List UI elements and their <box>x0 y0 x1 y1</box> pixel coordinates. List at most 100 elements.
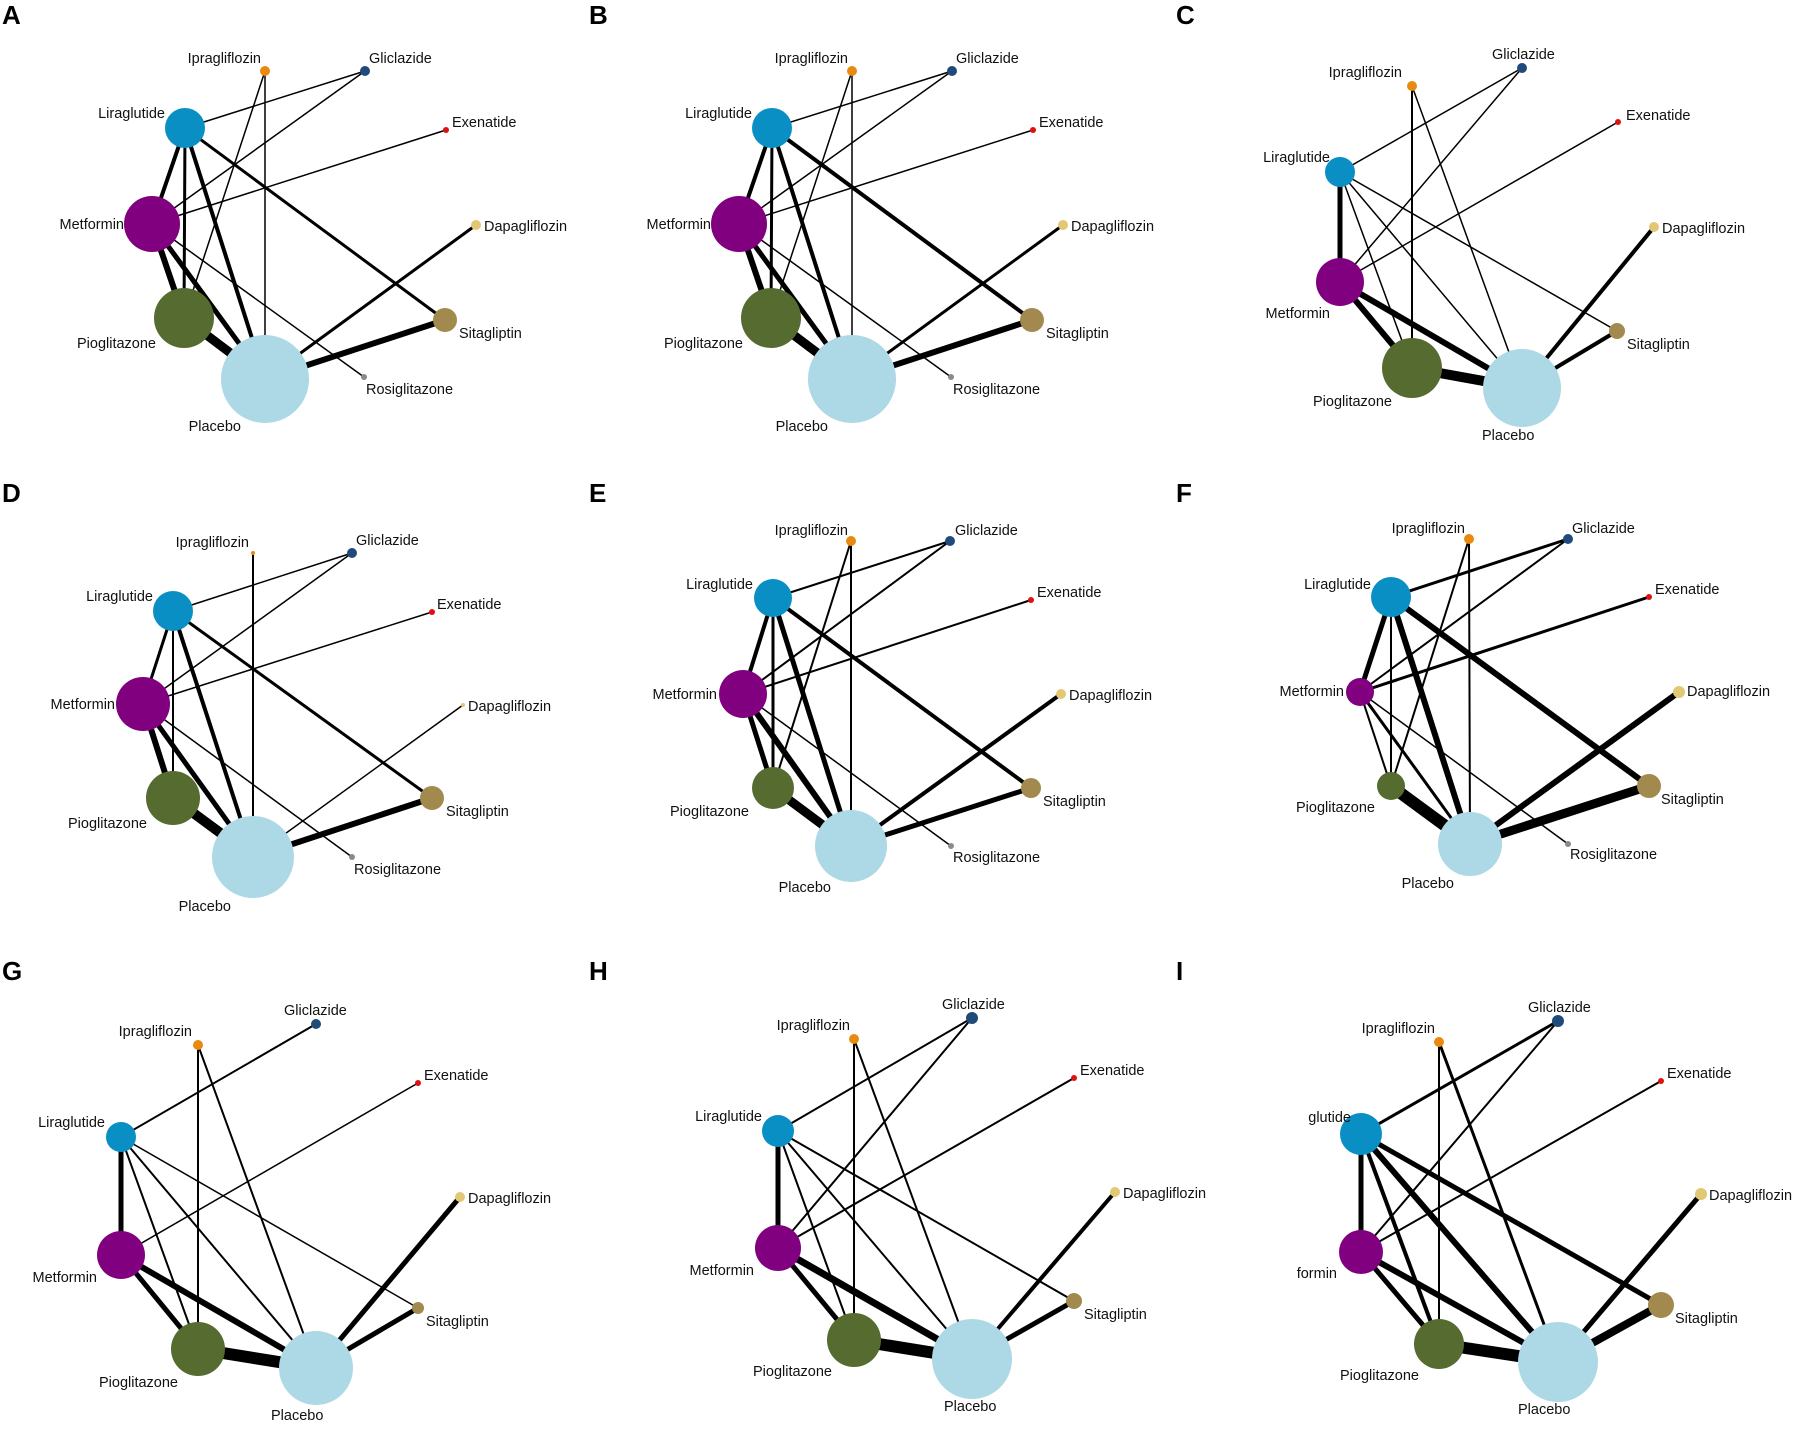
panel-letter-h: H <box>589 956 608 986</box>
node-gliclazide <box>311 1019 321 1029</box>
node-ipragliflozin <box>847 66 857 76</box>
node-dapagliflozin <box>1056 689 1066 699</box>
node-exenatide <box>1658 1078 1664 1084</box>
node-gliclazide <box>347 548 357 558</box>
node-label-metformin: Metformin <box>1266 306 1330 322</box>
node-label-placebo: Placebo <box>944 1399 996 1415</box>
node-rosiglitazone <box>361 374 367 380</box>
edge-metformin-rosiglitazone <box>151 223 365 378</box>
node-ipragliflozin <box>251 551 255 555</box>
node-metformin <box>1316 258 1364 306</box>
edge-metformin-gliclazide <box>738 70 953 225</box>
edge-ipragliflozin-placebo <box>1468 538 1471 845</box>
edge-liraglutide-placebo <box>1339 171 1523 389</box>
node-label-liraglutide: Liraglutide <box>1304 577 1371 593</box>
edge-liraglutide-gliclazide <box>772 540 951 599</box>
node-metformin <box>1339 1230 1383 1274</box>
edge-ipragliflozin-placebo <box>853 1038 973 1360</box>
node-label-sitagliptin: Sitagliptin <box>1046 326 1109 342</box>
node-pioglitazone <box>1377 772 1405 800</box>
edge-liraglutide-sitagliptin <box>770 126 1034 322</box>
node-exenatide <box>1028 597 1034 603</box>
edge-liraglutide-pioglitazone <box>777 1130 855 1341</box>
node-label-pioglitazone: Pioglitazone <box>664 336 743 352</box>
node-pioglitazone <box>1414 1319 1464 1369</box>
panel-e-edges <box>740 540 1063 851</box>
node-sitagliptin <box>1609 323 1625 339</box>
node-label-rosiglitazone: Rosiglitazone <box>953 850 1040 866</box>
node-gliclazide <box>947 66 957 76</box>
node-label-ipragliflozin: Ipragliflozin <box>188 51 261 67</box>
panel-g-edges <box>118 1023 463 1374</box>
panel-letter-i: I <box>1176 956 1183 986</box>
node-ipragliflozin <box>1434 1037 1444 1047</box>
edge-ipragliflozin-placebo <box>197 1044 317 1369</box>
panel-letter-e: E <box>589 478 606 508</box>
node-exenatide <box>415 1080 421 1086</box>
node-label-liraglutide: Liraglutide <box>38 1115 105 1131</box>
edge-ipragliflozin-placebo <box>1437 1040 1560 1364</box>
node-label-metformin: Metformin <box>690 1263 754 1279</box>
node-label-rosiglitazone: Rosiglitazone <box>366 382 453 398</box>
node-metformin <box>116 677 170 731</box>
node-sitagliptin <box>1020 308 1044 332</box>
node-label-liraglutide: Liraglutide <box>98 106 165 122</box>
node-label-gliclazide: Gliclazide <box>284 1003 347 1019</box>
edge-metformin-gliclazide <box>1339 67 1523 283</box>
node-label-placebo: Placebo <box>779 880 831 896</box>
panel-h: HGliclazideIpragliflozinExenatideLiraglu… <box>589 956 1206 1415</box>
node-label-exenatide: Exenatide <box>452 115 517 131</box>
node-label-dapagliflozin: Dapagliflozin <box>468 1191 551 1207</box>
edge-metformin-exenatide <box>777 1077 1075 1249</box>
edge-liraglutide-placebo <box>171 609 255 859</box>
node-metformin <box>755 1225 801 1271</box>
edge-liraglutide-pioglitazone <box>1339 171 1413 369</box>
node-dapagliflozin <box>1695 1188 1707 1200</box>
node-label-ipragliflozin: Ipragliflozin <box>777 1018 850 1034</box>
edge-liraglutide-gliclazide <box>1359 1019 1560 1136</box>
edge-metformin-exenatide <box>151 129 447 225</box>
node-metformin <box>719 670 767 718</box>
edge-metformin-rosiglitazone <box>1359 691 1569 845</box>
node-label-metformin: Metformin <box>33 1270 97 1286</box>
node-gliclazide <box>1517 63 1527 73</box>
node-sitagliptin <box>1637 774 1661 798</box>
node-label-gliclazide: Gliclazide <box>942 997 1005 1013</box>
node-ipragliflozin <box>260 66 270 76</box>
node-liraglutide <box>165 108 205 148</box>
node-label-liraglutide: Liraglutide <box>86 589 153 605</box>
node-label-ipragliflozin: Ipragliflozin <box>1362 1021 1435 1037</box>
node-label-exenatide: Exenatide <box>437 597 502 613</box>
node-label-exenatide: Exenatide <box>1655 582 1720 598</box>
edge-placebo-dapagliflozin <box>849 692 1063 848</box>
node-sitagliptin <box>433 308 457 332</box>
node-label-exenatide: Exenatide <box>1080 1063 1145 1079</box>
node-label-sitagliptin: Sitagliptin <box>1627 337 1690 353</box>
node-sitagliptin <box>1021 778 1041 798</box>
node-label-dapagliflozin: Dapagliflozin <box>1069 688 1152 704</box>
node-placebo <box>932 1319 1012 1399</box>
panel-letter-f: F <box>1176 478 1192 508</box>
node-sitagliptin <box>412 1302 424 1314</box>
panel-letter-g: G <box>2 956 22 986</box>
edge-placebo-dapagliflozin <box>252 704 464 858</box>
node-label-placebo: Placebo <box>1518 1402 1570 1418</box>
node-label-placebo: Placebo <box>271 1408 323 1424</box>
node-label-metformin: Metformin <box>51 697 115 713</box>
node-gliclazide <box>1563 534 1573 544</box>
node-label-placebo: Placebo <box>1482 428 1534 444</box>
node-liraglutide <box>1340 1113 1382 1155</box>
node-liraglutide <box>762 1115 794 1147</box>
panel-f-edges <box>1357 537 1682 850</box>
node-placebo <box>279 1331 353 1405</box>
node-sitagliptin <box>420 786 444 810</box>
node-gliclazide <box>945 536 955 546</box>
edge-metformin-exenatide <box>1339 121 1619 283</box>
node-label-ipragliflozin: Ipragliflozin <box>176 535 249 551</box>
node-label-ipragliflozin: Ipragliflozin <box>119 1024 192 1040</box>
node-ipragliflozin <box>1407 81 1417 91</box>
node-exenatide <box>429 609 435 615</box>
